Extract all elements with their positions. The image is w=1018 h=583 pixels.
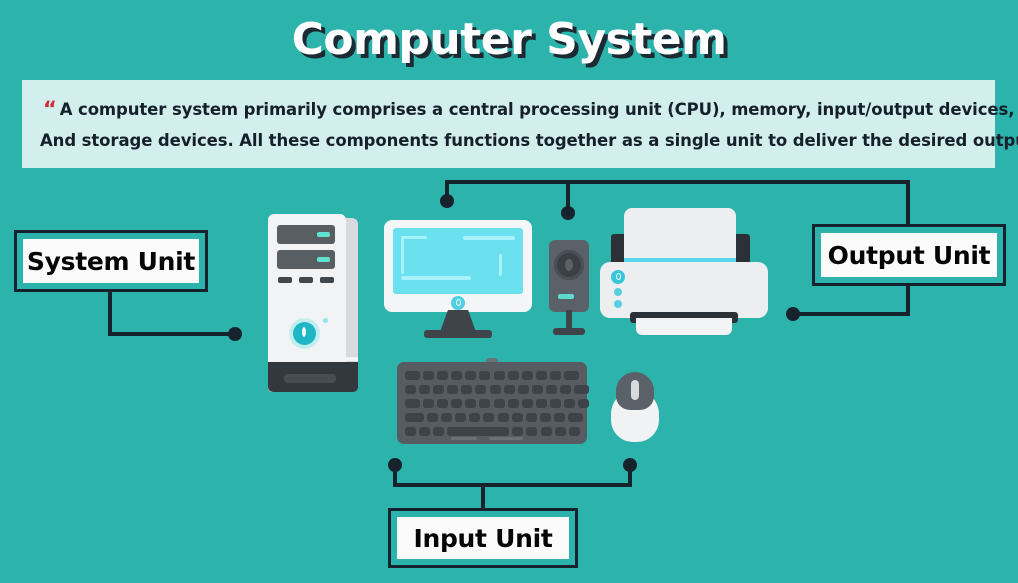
tower-port-2	[299, 277, 313, 283]
printer-icon	[594, 208, 774, 336]
quote-text-2: And storage devices. All these component…	[40, 131, 1018, 150]
connector-input-horizontal	[393, 483, 632, 487]
quote-text-1: A computer system primarily comprises a …	[59, 100, 1015, 119]
page-title: Computer System	[291, 14, 727, 65]
open-quote-mark: “	[43, 97, 57, 121]
connector-dot-printer	[786, 307, 800, 321]
connector-top-horizontal	[445, 180, 910, 184]
printer-output-slot	[630, 312, 738, 323]
quote-line-2: And storage devices. All these component…	[40, 125, 1018, 156]
connector-mouse-stem	[628, 465, 632, 487]
label-box-system-unit[interactable]: System Unit	[14, 230, 208, 292]
printer-button-1	[614, 288, 622, 296]
tower-stripe	[268, 357, 358, 361]
monitor-power-logo-icon	[451, 296, 465, 310]
connector-dot-monitor	[440, 194, 454, 208]
connector-output-to-printer	[795, 312, 910, 316]
tower-bay-led-1	[317, 232, 330, 237]
quote-banner: “A computer system primarily comprises a…	[22, 80, 1018, 168]
monitor-stand-base	[424, 330, 492, 338]
label-text-output-unit: Output Unit	[821, 233, 997, 277]
keyboard-row-2	[405, 385, 590, 394]
keyboard-row-5	[405, 427, 580, 436]
computer-monitor-icon	[384, 220, 532, 340]
computer-speaker-icon	[545, 240, 593, 340]
keyboard-icon	[397, 358, 590, 444]
tower-port-1	[278, 277, 292, 283]
connector-system-drop	[108, 292, 112, 334]
connector-dot-mouse	[623, 458, 637, 472]
printer-power-button-icon	[611, 270, 625, 284]
connector-dot-tower	[228, 327, 242, 341]
tower-drive-bay-2	[277, 250, 335, 269]
speaker-stand-neck	[566, 310, 572, 330]
printer-body	[600, 262, 768, 318]
label-box-output-unit[interactable]: Output Unit	[812, 224, 1006, 286]
connector-dot-keyboard	[388, 458, 402, 472]
tower-power-button-icon	[293, 322, 316, 345]
label-text-system-unit: System Unit	[23, 239, 199, 283]
tower-vent	[284, 374, 336, 383]
printer-output-tray	[636, 318, 732, 335]
connector-system-to-tower	[108, 332, 236, 336]
label-box-input-unit[interactable]: Input Unit	[388, 508, 578, 568]
speaker-grille	[554, 250, 584, 280]
mouse-scroll-wheel	[631, 380, 639, 400]
connector-keyboard-stem	[393, 465, 397, 487]
speaker-led	[558, 294, 574, 299]
tower-status-led	[323, 318, 328, 323]
tower-port-3	[320, 277, 334, 283]
tower-drive-bay-1	[277, 225, 335, 244]
connector-output-bottom-drop	[906, 286, 910, 316]
printer-paper-tray	[624, 208, 736, 260]
connector-input-drop	[481, 483, 485, 511]
connector-speaker-stem	[566, 180, 570, 212]
tower-side-panel	[342, 218, 358, 388]
computer-tower-icon	[268, 214, 358, 392]
keyboard-row-1	[405, 371, 580, 380]
quote-line-1: “A computer system primarily comprises a…	[40, 94, 1014, 125]
tower-bay-led-2	[317, 257, 330, 262]
mouse-icon	[609, 372, 661, 444]
printer-button-2	[614, 300, 622, 308]
keyboard-row-3	[405, 399, 590, 408]
monitor-screen	[393, 228, 523, 294]
keyboard-row-4	[405, 413, 584, 422]
keyboard-decal-2	[489, 437, 523, 440]
connector-dot-speaker	[561, 206, 575, 220]
keyboard-decal-1	[451, 437, 477, 440]
keyboard-nub	[486, 358, 498, 364]
connector-monitor-stem	[445, 180, 449, 202]
monitor-stand-neck	[440, 310, 476, 332]
speaker-stand-base	[553, 328, 585, 335]
label-text-input-unit: Input Unit	[397, 517, 569, 559]
connector-output-top-drop	[906, 180, 910, 226]
